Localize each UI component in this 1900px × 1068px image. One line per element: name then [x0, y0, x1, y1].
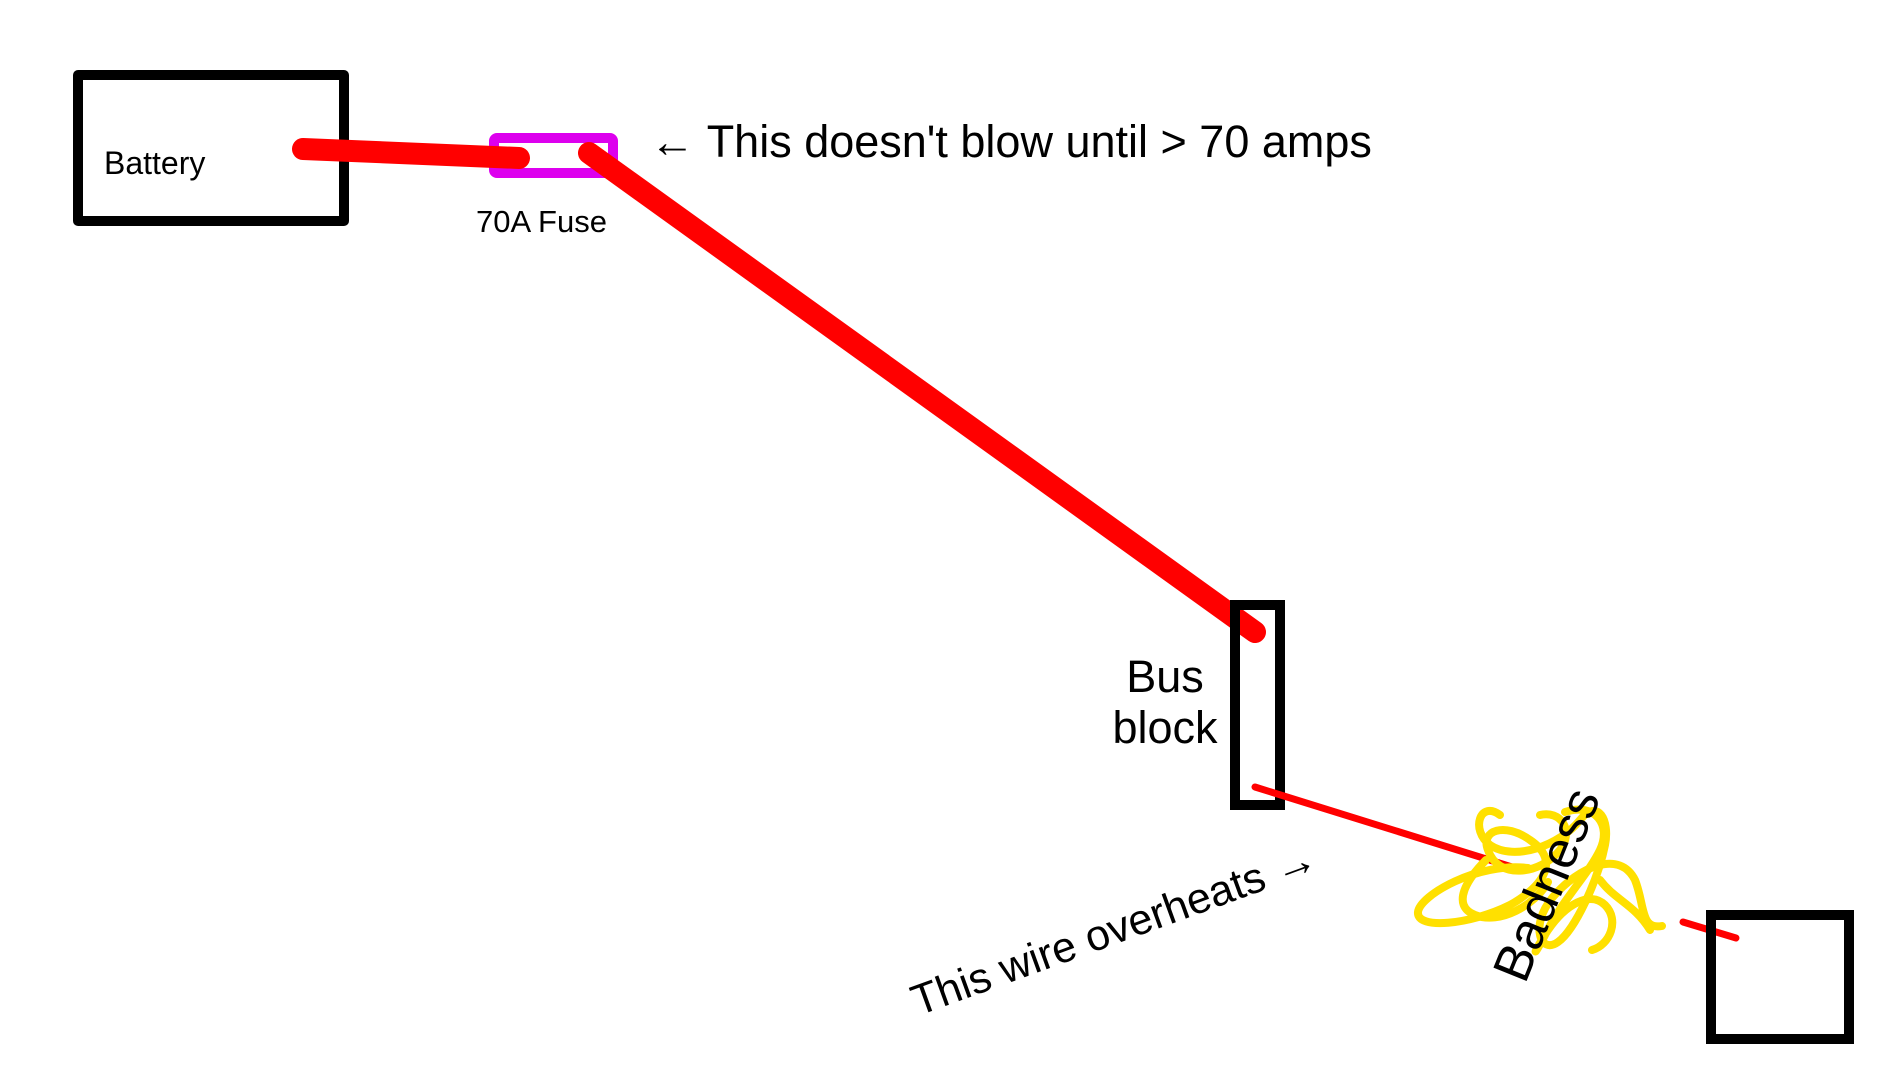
wire-note: This wire overheats →	[905, 834, 1323, 1025]
fuse-to-bus-wire	[578, 142, 1266, 643]
badness-scribble	[1414, 805, 1666, 956]
load-box	[1706, 910, 1854, 1044]
bus-label-line1: Bus	[1126, 651, 1204, 702]
bus-block	[1230, 600, 1285, 810]
battery-to-fuse-wire	[292, 138, 530, 169]
overheating-wire	[1251, 783, 1516, 871]
bus-label-line2: block	[1112, 702, 1218, 753]
fuse-label: 70A Fuse	[476, 204, 607, 239]
fuse-note: ← This doesn't blow until > 70 amps	[650, 116, 1372, 167]
battery-label: Battery	[104, 145, 205, 181]
